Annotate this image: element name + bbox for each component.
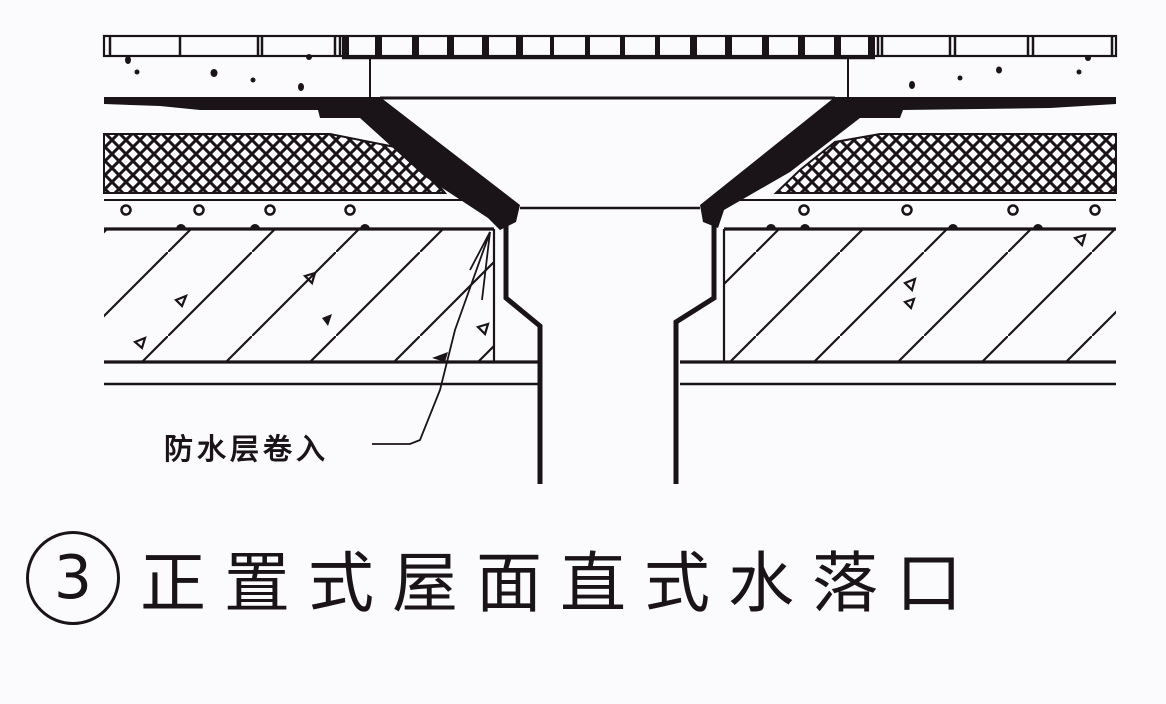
insulation-layer [103,133,1117,194]
callout-leader-line [372,231,491,445]
figure-caption: 3 正置式屋面直式水落口 [26,528,980,628]
waterproof-membrane [104,97,1116,230]
drain-pipe [492,222,726,484]
caption-title: 正置式屋面直式水落口 [140,545,980,622]
grating-surface-tiles [102,34,1118,60]
callout-label-waterproof-rolled-in: 防水层卷入 [164,432,330,466]
leveling-layer [104,199,1116,216]
drain-funnel [380,96,835,210]
screed-layer [125,54,1091,98]
caption-circled-number: 3 [26,531,120,625]
structural-slab [104,224,1116,364]
